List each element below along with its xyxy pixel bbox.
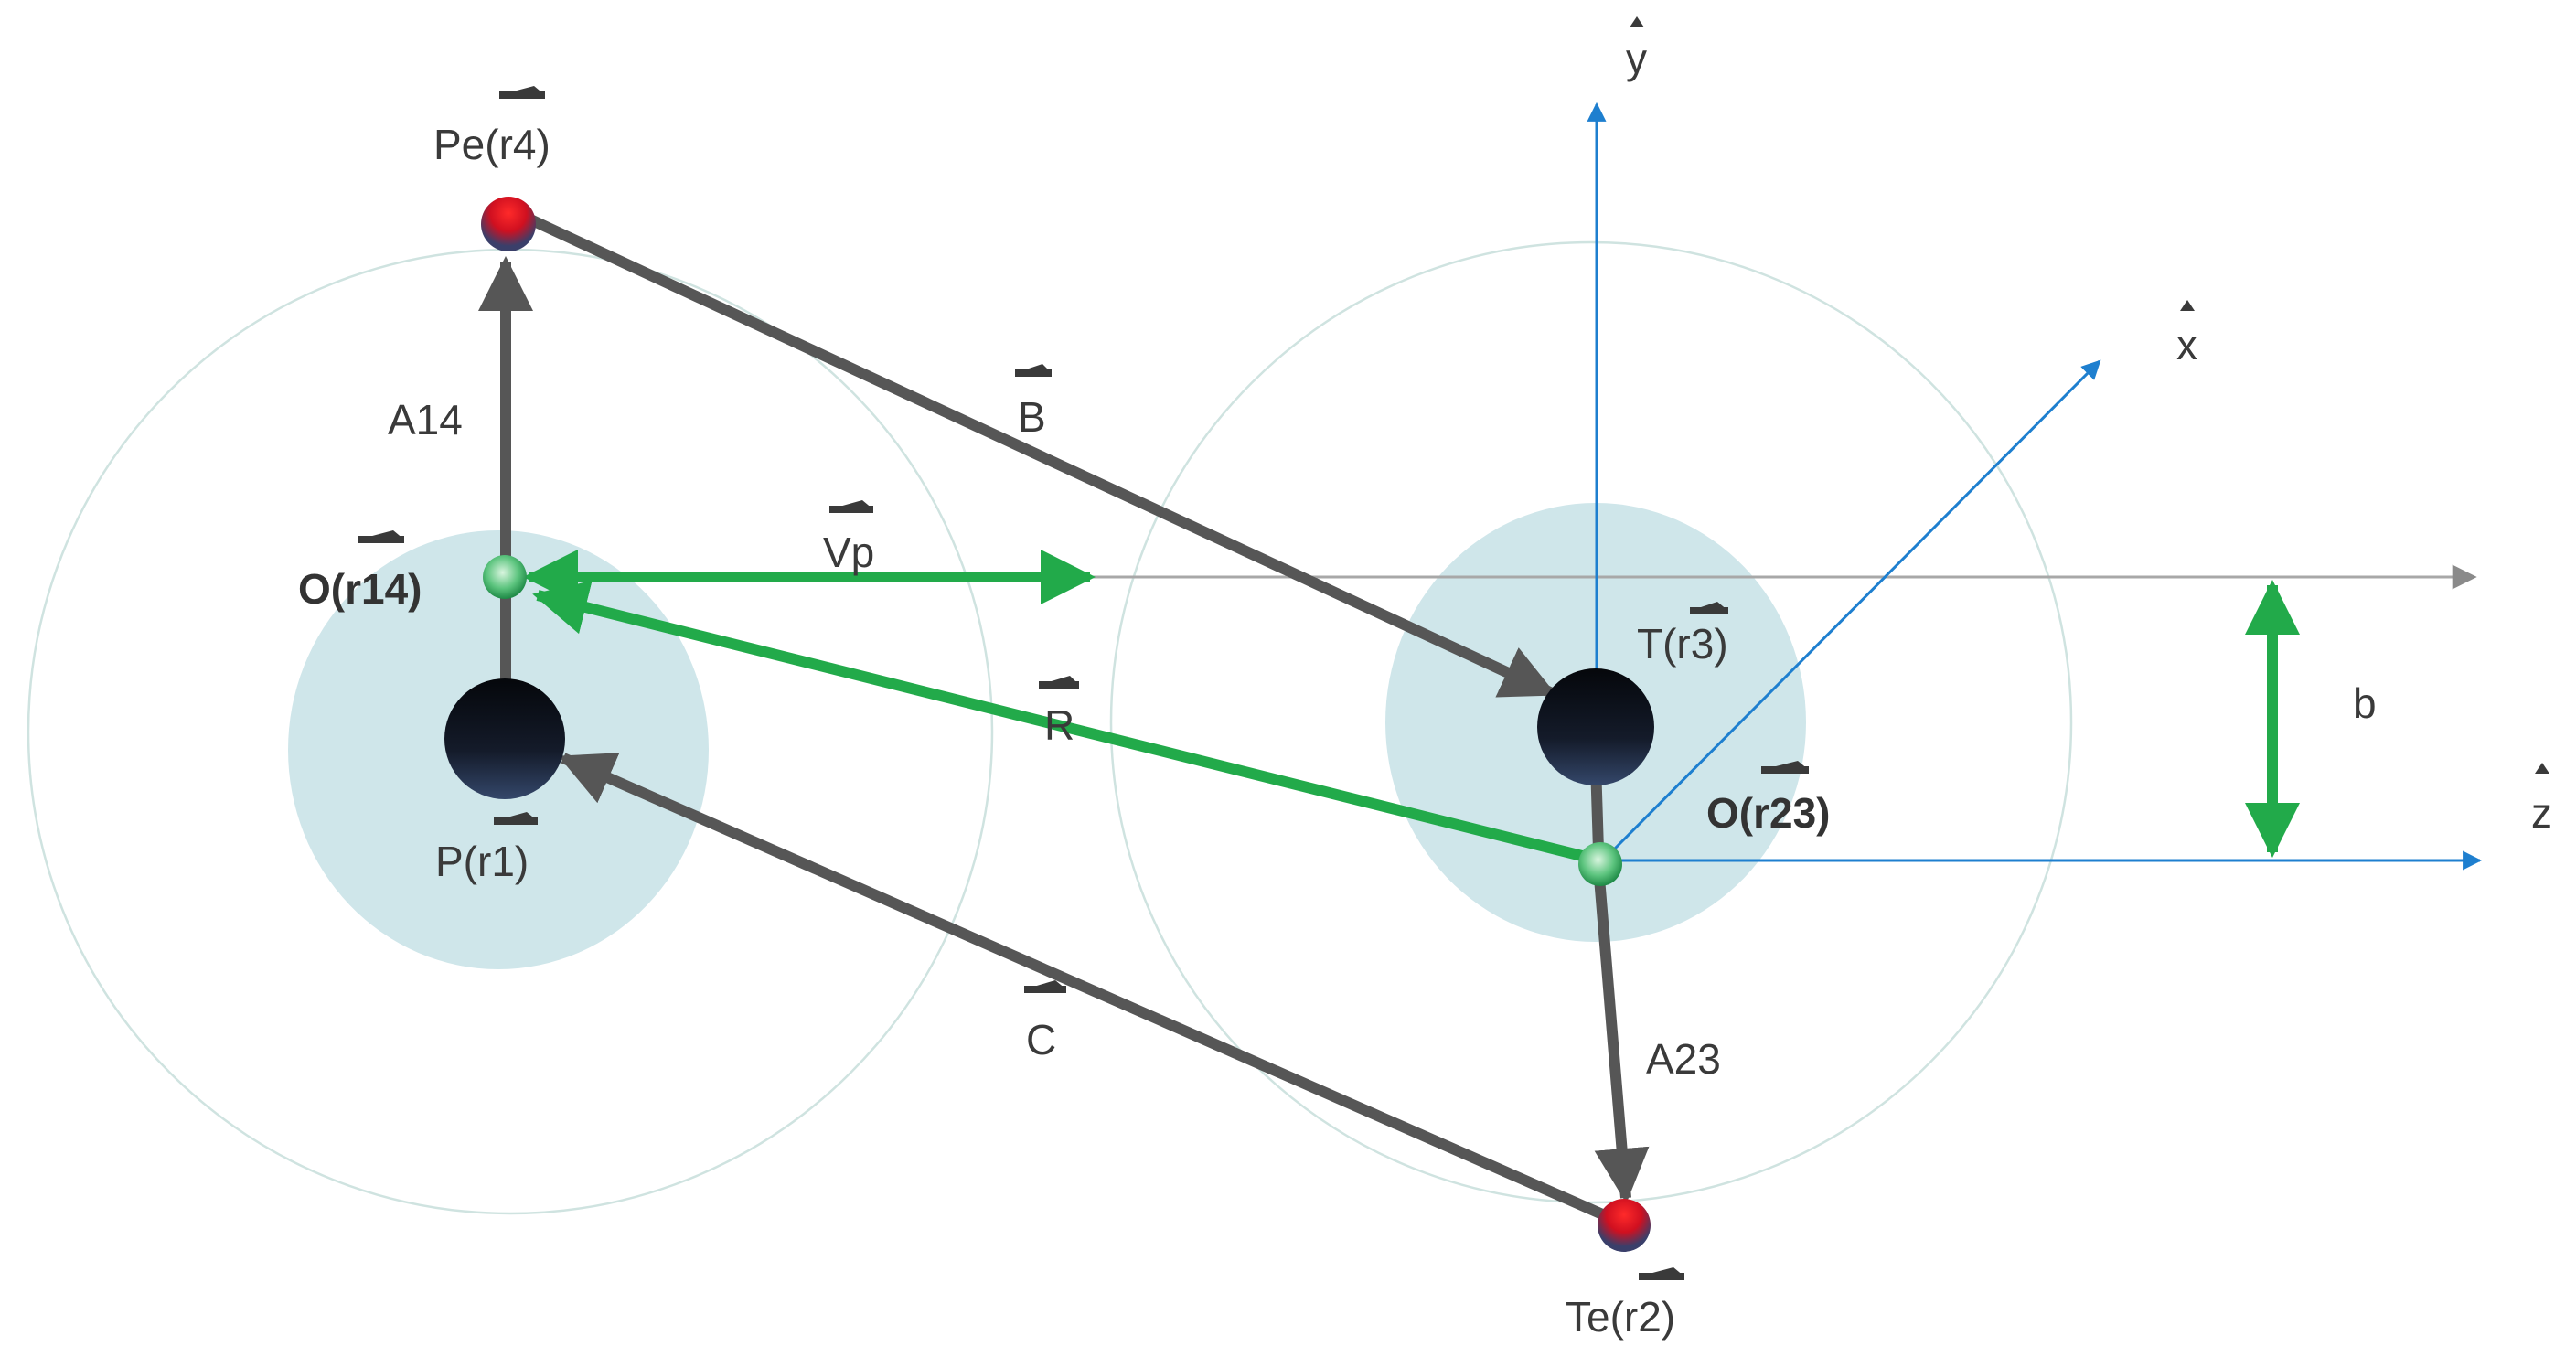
b-vector-label: B xyxy=(1018,393,1046,441)
x-axis-line xyxy=(1604,359,2101,860)
o14-label: O(r14) xyxy=(298,565,422,613)
y-axis-label: y xyxy=(1626,35,1647,82)
impact-parameter-b-label: b xyxy=(2353,679,2377,727)
t-label: T(r3) xyxy=(1637,620,1728,668)
x-hat xyxy=(2180,300,2195,311)
b-vector xyxy=(528,214,1557,699)
p-particle xyxy=(444,678,565,799)
c-vector-label: C xyxy=(1026,1016,1056,1063)
right-orbit-circle xyxy=(1109,240,2073,1204)
o23-node xyxy=(1578,842,1622,886)
unit-vector-hats xyxy=(1630,16,2549,774)
r-vector xyxy=(532,580,1587,862)
vector-overbars xyxy=(358,86,1809,1280)
a23-vector xyxy=(1594,877,1650,1203)
pe-label: Pe(r4) xyxy=(433,121,550,168)
pe-particle xyxy=(481,197,536,251)
r-vector-label: R xyxy=(1044,701,1074,749)
vp-label: Vp xyxy=(823,529,874,576)
c-vector xyxy=(558,753,1618,1225)
x-axis-label: x xyxy=(2176,321,2197,369)
p-label: P(r1) xyxy=(435,838,529,885)
y-hat xyxy=(1630,16,1644,27)
o14-node xyxy=(483,555,527,599)
o23-label: O(r23) xyxy=(1706,789,1830,837)
z-hat xyxy=(2535,763,2549,774)
a14-label: A14 xyxy=(388,396,463,443)
z-axis-label: z xyxy=(2531,789,2552,837)
te-label: Te(r2) xyxy=(1566,1293,1675,1341)
te-particle xyxy=(1598,1199,1651,1252)
a23-label: A23 xyxy=(1646,1035,1721,1083)
t-particle xyxy=(1537,668,1654,785)
